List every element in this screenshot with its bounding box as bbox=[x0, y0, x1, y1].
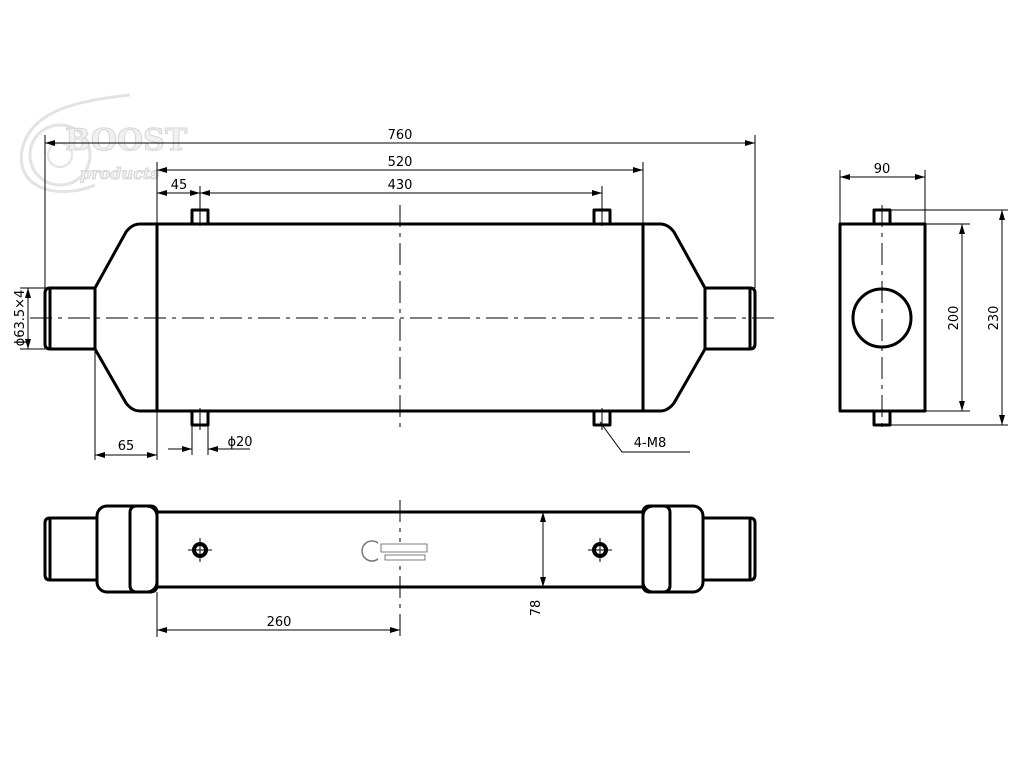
dim-overall-length: 760 bbox=[388, 128, 413, 143]
dim-thread-callout: 4-M8 bbox=[634, 436, 666, 451]
front-view bbox=[30, 205, 775, 430]
dim-width: 90 bbox=[874, 162, 891, 177]
dim-half-length: 260 bbox=[267, 615, 292, 630]
dim-core-length: 520 bbox=[388, 155, 413, 170]
dim-stud-offset: 45 bbox=[171, 178, 188, 193]
dim-core-thickness: 78 bbox=[529, 600, 544, 617]
left-end-tank bbox=[93, 222, 157, 413]
dim-stud-spacing: 430 bbox=[388, 178, 413, 193]
body-logo bbox=[361, 540, 430, 562]
dim-overall-height: 230 bbox=[987, 306, 1002, 331]
logo-brand: BOOST bbox=[65, 123, 188, 158]
dim-taper-length: 65 bbox=[118, 439, 135, 454]
dim-stud-diameter: ϕ20 bbox=[227, 435, 252, 450]
side-view bbox=[838, 170, 1008, 430]
dim-pipe-diameter: ϕ63.5×4 bbox=[13, 290, 28, 347]
dim-core-height: 200 bbox=[947, 306, 962, 331]
logo-sub: products bbox=[80, 164, 159, 183]
extension-lines bbox=[20, 135, 756, 460]
dimension-lines bbox=[25, 140, 755, 458]
top-view bbox=[43, 500, 757, 640]
